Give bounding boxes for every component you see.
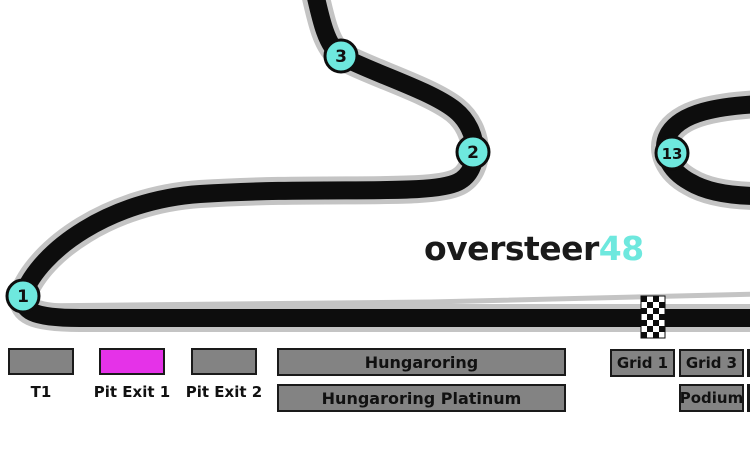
chip-pit-exit-1-button[interactable] bbox=[99, 348, 165, 375]
chip-pit-exit-2-label: Pit Exit 2 bbox=[185, 383, 263, 401]
chip-t1-button[interactable] bbox=[8, 348, 74, 375]
corner-marker-label: 2 bbox=[467, 143, 479, 163]
corner-marker-13[interactable]: 13 bbox=[654, 135, 690, 171]
corner-marker-3[interactable]: 3 bbox=[323, 38, 359, 74]
grid-3-button[interactable]: Grid 3 bbox=[679, 349, 744, 377]
start-finish-line bbox=[640, 295, 666, 339]
chip-t1-label: T1 bbox=[30, 383, 52, 401]
corner-marker-label: 13 bbox=[662, 145, 683, 163]
corner-marker-label: 3 bbox=[335, 47, 347, 67]
logo-word: oversteer bbox=[424, 229, 599, 268]
corner-marker-1[interactable]: 1 bbox=[5, 278, 41, 314]
pit-lane bbox=[29, 291, 750, 309]
corner-marker-2[interactable]: 2 bbox=[455, 134, 491, 170]
grid-1-button[interactable]: Grid 1 bbox=[610, 349, 675, 377]
track-surface bbox=[13, 0, 750, 327]
track-outline bbox=[8, 0, 750, 332]
oversteer48-logo: oversteer48 bbox=[424, 232, 644, 265]
chip-pit-exit-2-button[interactable] bbox=[191, 348, 257, 375]
logo-number: 48 bbox=[598, 229, 644, 268]
chip-pit-exit-1-label: Pit Exit 1 bbox=[93, 383, 171, 401]
podium-button[interactable]: Podium bbox=[679, 384, 744, 412]
offscreen-button-edge bbox=[747, 349, 750, 377]
layout-hungaroring-button[interactable]: Hungaroring bbox=[277, 348, 566, 376]
layout-hungaroring-platinum-button[interactable]: Hungaroring Platinum bbox=[277, 384, 566, 412]
offscreen-button-edge bbox=[747, 384, 750, 412]
corner-marker-label: 1 bbox=[17, 287, 29, 307]
